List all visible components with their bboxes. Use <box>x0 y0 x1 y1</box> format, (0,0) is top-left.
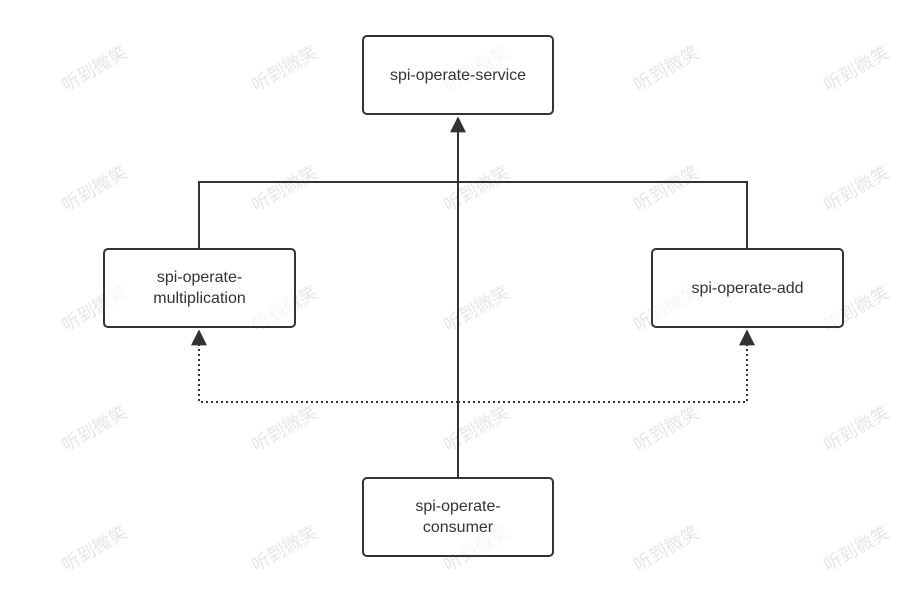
edge-consumer-to-multiplication <box>191 329 458 403</box>
node-label-line1: spi-operate- <box>156 269 243 286</box>
node-label-line2: consumer <box>422 519 494 536</box>
edge-multiplication-to-service <box>198 181 458 248</box>
edge-add-to-service <box>458 181 748 248</box>
node-label-line1: spi-operate- <box>415 498 501 515</box>
node-spi-operate-multiplication: spi-operate- multiplication <box>103 248 296 328</box>
node-spi-operate-service: spi-operate-service <box>362 35 554 115</box>
node-spi-operate-consumer: spi-operate- consumer <box>362 477 554 557</box>
node-label-group: spi-operate- consumer <box>383 496 533 538</box>
edge-consumer-to-add <box>458 329 755 403</box>
node-label-group: spi-operate- multiplication <box>125 267 275 309</box>
node-label-line2: multiplication <box>153 290 246 307</box>
node-label: spi-operate-add <box>691 279 804 297</box>
node-spi-operate-add: spi-operate-add <box>651 248 844 328</box>
node-label: spi-operate-service <box>389 66 527 84</box>
